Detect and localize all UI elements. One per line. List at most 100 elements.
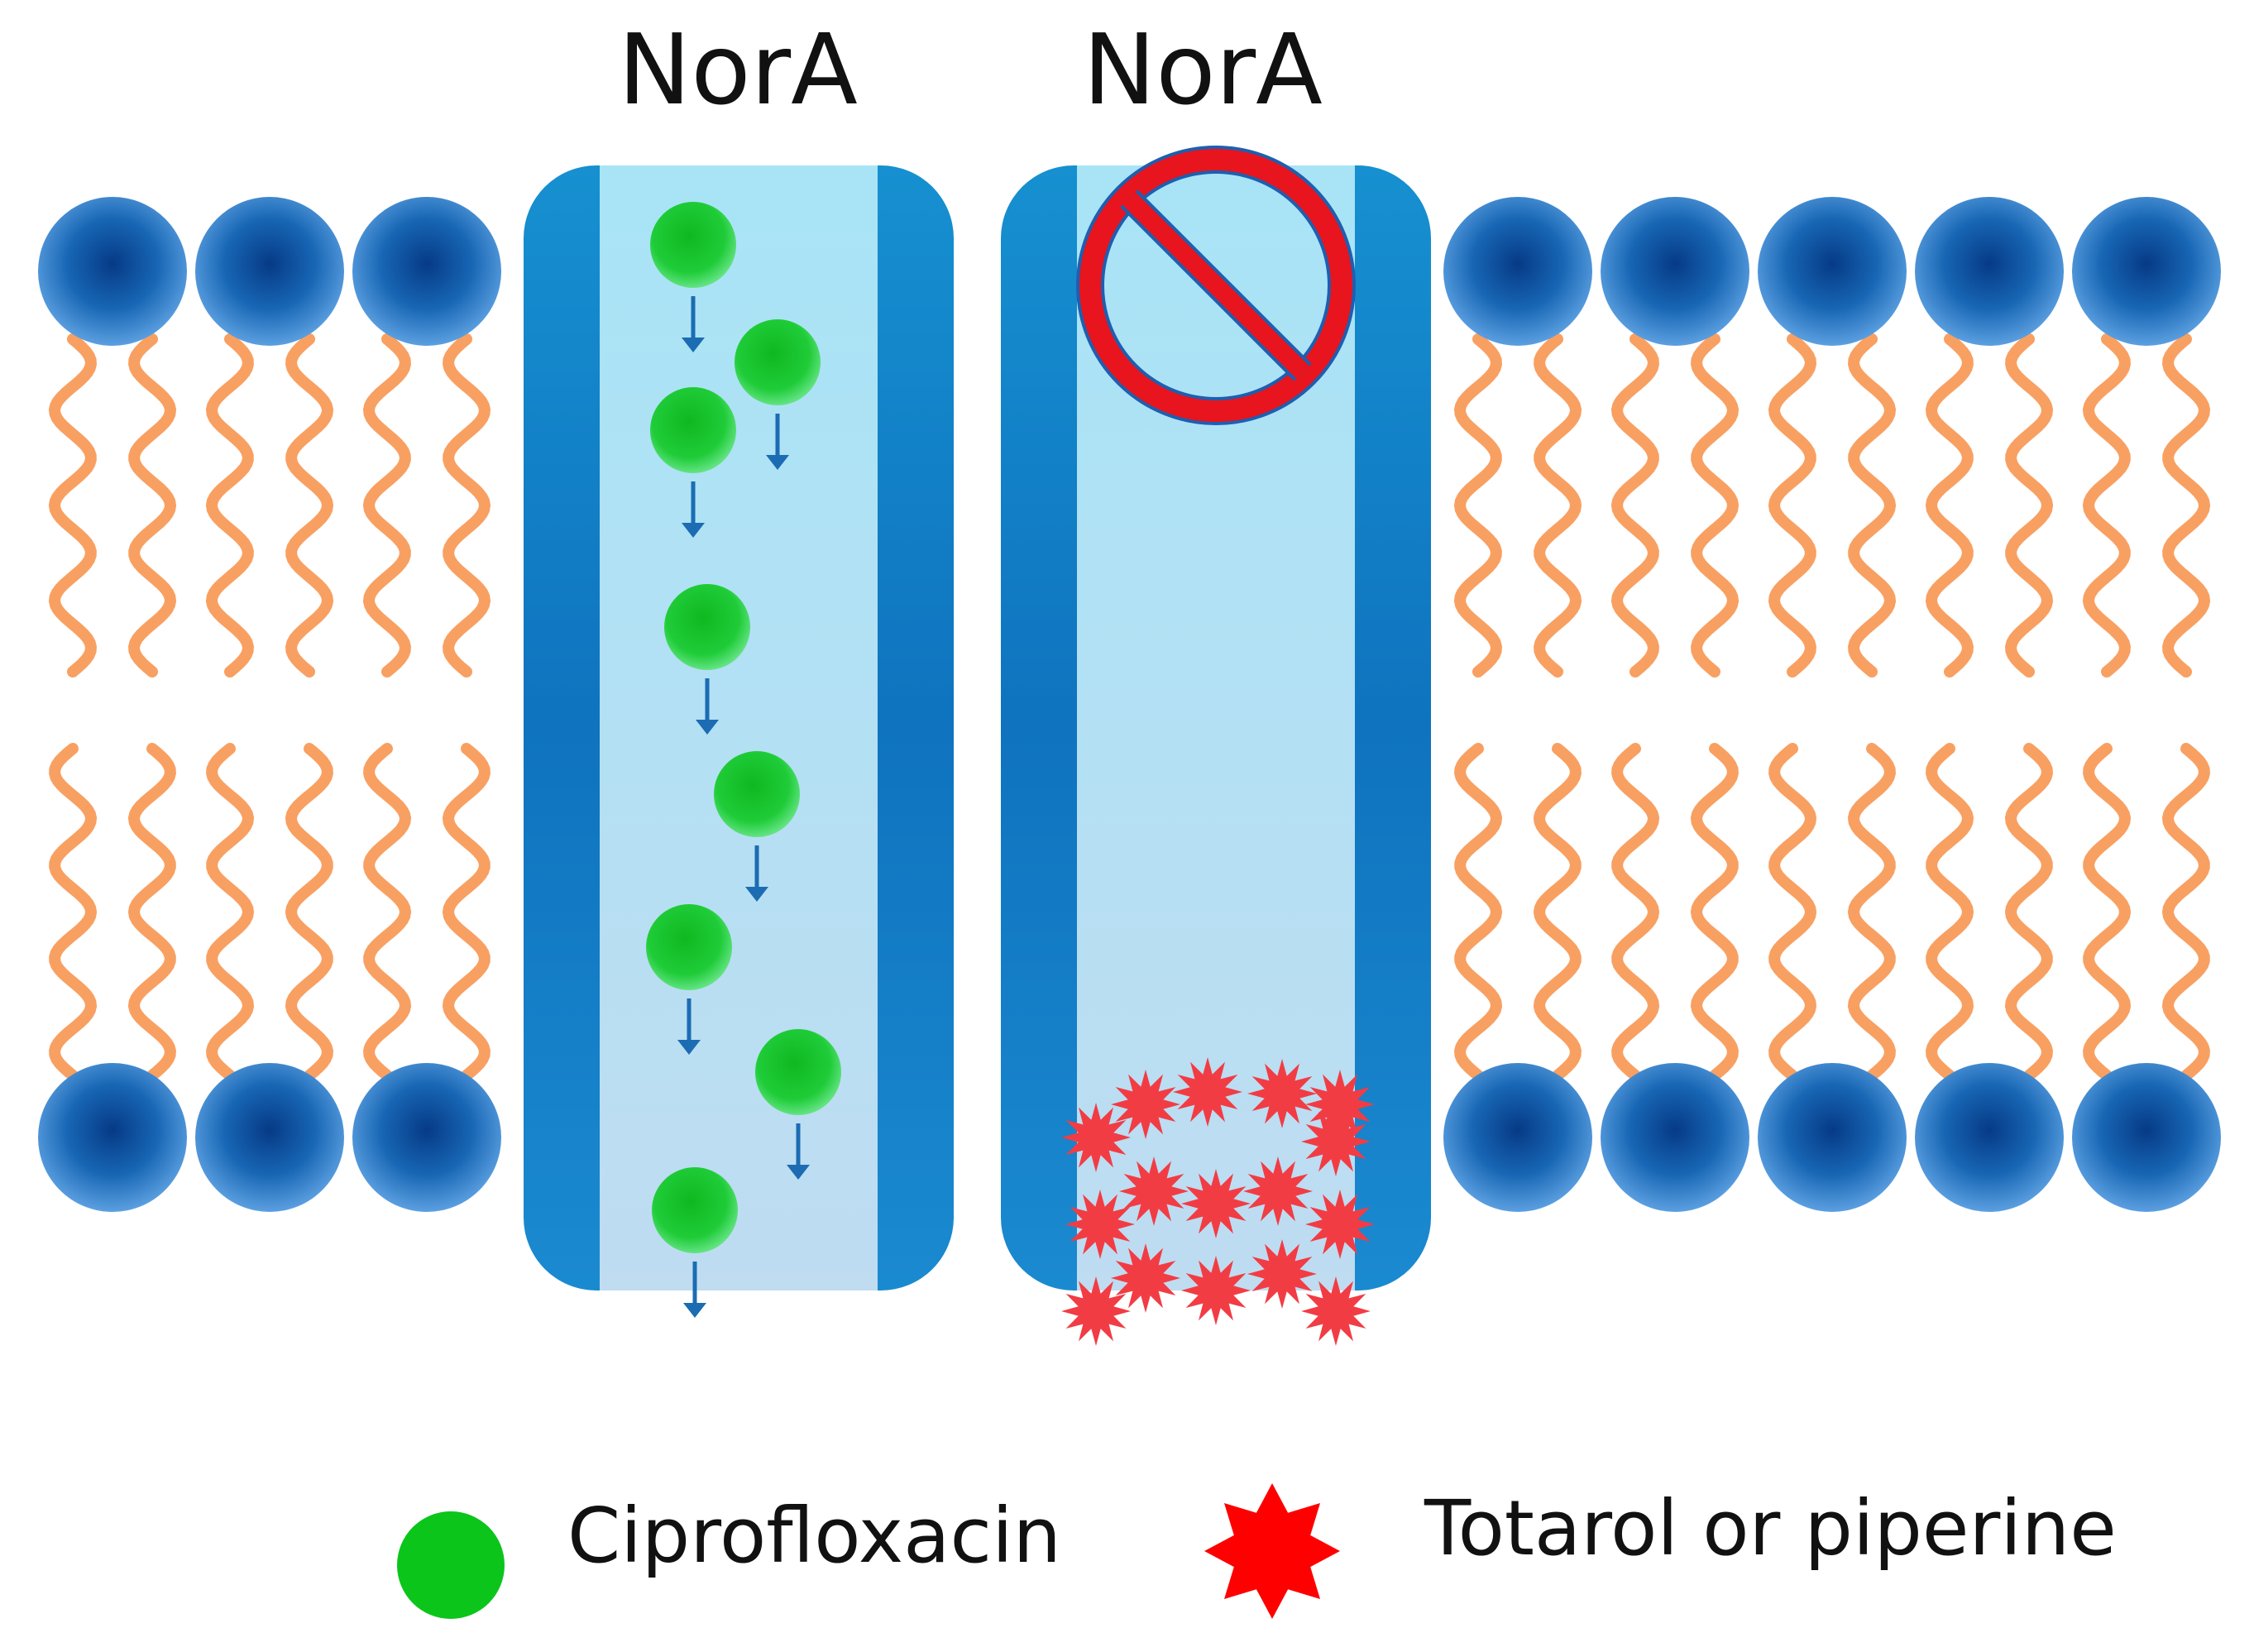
inhibitor-starburst <box>1247 1239 1317 1309</box>
ciprofloxacin-molecule <box>664 584 750 735</box>
phospholipid-pair <box>1601 197 1749 1212</box>
phospholipid-pair <box>1758 197 1907 1212</box>
prohibition-slash <box>1122 192 1309 379</box>
flow-arrow-head <box>682 523 705 538</box>
flow-arrow-head <box>745 887 768 902</box>
prohibition-icon <box>1076 146 1356 425</box>
ciprofloxacin-dot <box>664 584 750 670</box>
inhibitor-starburst <box>1061 1103 1131 1172</box>
ciprofloxacin-molecule <box>650 202 736 352</box>
ciprofloxacin-molecule <box>646 904 732 1055</box>
lipid-tail <box>206 743 255 1081</box>
lipid-head <box>1915 197 2064 346</box>
inhibitor-starburst <box>1243 1156 1313 1226</box>
inhibitor-starburst <box>1247 1059 1317 1128</box>
lipid-tail <box>1847 743 1896 1081</box>
lipid-tail <box>1848 333 1897 678</box>
nora-channel-blocked <box>1001 146 1431 1346</box>
green-circle-icon <box>397 1511 505 1619</box>
prohibition-ring <box>1079 149 1352 422</box>
lipid-tail <box>1926 743 1974 1081</box>
lipid-tail <box>1768 333 1816 678</box>
lipid-tail <box>205 333 254 678</box>
lipid-head <box>195 1063 344 1212</box>
lipid-tail <box>1611 743 1660 1081</box>
inhibitor-starburst <box>1119 1156 1189 1226</box>
lipid-head <box>1601 197 1749 346</box>
ciprofloxacin-molecule <box>735 319 821 470</box>
lipid-tail <box>2004 743 2053 1081</box>
flow-arrow-head <box>682 338 705 352</box>
phospholipid-pair <box>2072 197 2221 1212</box>
ciprofloxacin-molecule <box>714 751 800 902</box>
lipid-head <box>38 1063 187 1212</box>
red-starburst-icon <box>1204 1483 1340 1619</box>
lipid-tail <box>2162 333 2211 678</box>
lipid-bilayer <box>38 197 2221 1212</box>
lipid-head <box>2072 1063 2221 1212</box>
lipid-tail <box>1768 743 1817 1081</box>
channel-lumen <box>600 165 878 1290</box>
lipid-tail <box>1534 333 1582 678</box>
flow-arrow-head <box>683 1303 706 1318</box>
lipid-tail <box>443 333 491 678</box>
lipid-tail <box>2082 333 2131 678</box>
phospholipid-pair <box>195 197 344 1212</box>
inhibitor-starburst <box>1061 1276 1131 1346</box>
channel-lumen <box>1077 165 1355 1290</box>
inhibitor-starburst <box>1173 1057 1242 1127</box>
lipid-tail <box>1453 333 1502 678</box>
lipid-head <box>2072 197 2221 346</box>
inhibitor-starburst <box>1111 1070 1180 1139</box>
lipid-tail <box>285 333 334 678</box>
lipid-tail <box>1925 333 1974 678</box>
phospholipid-pair <box>352 197 501 1212</box>
inhibitor-starburst <box>1305 1190 1375 1259</box>
ciprofloxacin-dot <box>650 387 736 473</box>
lipid-tail <box>2083 743 2132 1081</box>
lipid-tail <box>362 333 411 678</box>
ciprofloxacin-dot <box>714 751 800 837</box>
phospholipid-pair <box>1915 197 2064 1212</box>
flow-arrow-head <box>766 455 789 470</box>
flow-arrow-head <box>696 720 719 735</box>
inhibitor-starburst <box>1181 1256 1251 1325</box>
ciprofloxacin-molecule <box>652 1167 738 1318</box>
lipid-head <box>352 197 501 346</box>
lipid-tail <box>2005 333 2054 678</box>
lipid-tail <box>127 743 176 1081</box>
lipid-head <box>1443 197 1592 346</box>
channel-label-blocked: NorA <box>1083 12 1323 127</box>
ciprofloxacin-dot <box>650 202 736 288</box>
lipid-head <box>38 197 187 346</box>
nora-channel-open <box>524 165 954 1318</box>
lipid-tail <box>1454 743 1503 1081</box>
ciprofloxacin-dot <box>755 1029 841 1115</box>
lipid-head <box>1758 1063 1907 1212</box>
lipid-head <box>1601 1063 1749 1212</box>
ciprofloxacin-dot <box>646 904 732 990</box>
flow-arrow-head <box>787 1165 810 1180</box>
ciprofloxacin-molecule <box>755 1029 841 1180</box>
lipid-head <box>352 1063 501 1212</box>
lipid-tail <box>1533 743 1582 1081</box>
lipid-head <box>1758 197 1907 346</box>
legend-label-totarol-piperine: Totarol or piperine <box>1424 1484 2117 1573</box>
inhibitor-starburst <box>1301 1107 1371 1176</box>
lipid-head <box>195 197 344 346</box>
flow-arrow-head <box>677 1040 701 1055</box>
phospholipid-pair <box>38 197 187 1212</box>
inhibitor-starburst <box>1305 1070 1375 1139</box>
ciprofloxacin-molecule <box>650 387 736 538</box>
ciprofloxacin-dot <box>652 1167 738 1253</box>
inhibitor-starburst <box>1065 1190 1135 1259</box>
legend-label-ciprofloxacin: Ciprofloxacin <box>567 1492 1061 1580</box>
lipid-head <box>1915 1063 2064 1212</box>
lipid-tail <box>285 743 333 1081</box>
legend-symbols <box>397 1483 1340 1619</box>
channel-label-open: NorA <box>618 12 858 127</box>
lipid-head <box>1443 1063 1592 1212</box>
lipid-tail <box>128 333 177 678</box>
